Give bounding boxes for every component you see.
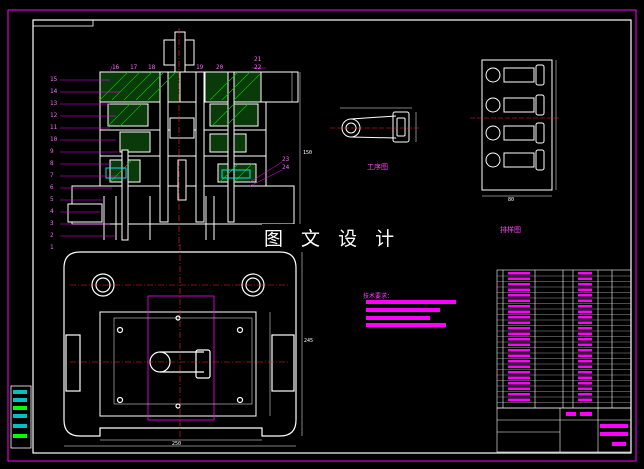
top-left-tab <box>32 19 94 27</box>
parts-row-fill <box>508 283 530 286</box>
part-number-12: 12 <box>50 112 58 119</box>
part-number-18: 18 <box>148 64 156 71</box>
parts-row-fill <box>578 321 592 324</box>
parts-row-fill <box>508 316 530 319</box>
parts-row-fill <box>508 332 530 335</box>
parts-row-fill <box>578 283 592 286</box>
part-number-10: 10 <box>50 136 58 143</box>
parts-row-fill <box>508 288 530 291</box>
parts-row-fill <box>508 393 530 396</box>
parts-row-fill <box>508 327 530 330</box>
parts-row-fill <box>578 294 592 297</box>
parts-row-fill <box>508 305 530 308</box>
parts-row-fill <box>508 398 530 401</box>
die-width-dim: 250 <box>172 441 182 447</box>
parts-row-fill <box>578 360 592 363</box>
workpiece-caption: 工序图 <box>367 163 388 171</box>
part-number-2: 2 <box>50 232 54 239</box>
parts-row-fill <box>578 316 592 319</box>
parts-row-fill <box>508 272 530 275</box>
layout-width-dim: 80 <box>508 197 515 203</box>
part-number-5: 5 <box>50 196 54 203</box>
parts-row-fill <box>508 321 530 324</box>
parts-row-fill <box>578 354 592 357</box>
part-number-22: 22 <box>254 64 262 71</box>
part-number-21: 21 <box>254 56 262 63</box>
part-number-9: 9 <box>50 148 54 155</box>
parts-row-fill <box>578 398 592 401</box>
parts-row-fill <box>508 299 530 302</box>
tech-requirements <box>366 300 456 327</box>
watermark-text: 图 文 设 计 <box>262 224 403 251</box>
part-number-23: 23 <box>282 156 290 163</box>
parts-row-fill <box>578 393 592 396</box>
part-number-7: 7 <box>50 172 54 179</box>
inner-height-dim: 150 <box>303 150 313 156</box>
part-number-1: 1 <box>50 244 54 251</box>
parts-row-fill <box>508 371 530 374</box>
parts-row-fill <box>508 338 530 341</box>
plan-view <box>63 251 303 447</box>
part-number-8: 8 <box>50 160 54 167</box>
parts-row-fill <box>578 382 592 385</box>
parts-row-fill <box>508 387 530 390</box>
tech-requirements-title: 技术要求： <box>363 293 394 300</box>
outer-frame <box>7 9 637 462</box>
parts-row-fill <box>578 299 592 302</box>
parts-row-fill <box>508 354 530 357</box>
parts-row-fill <box>508 349 530 352</box>
part-number-19: 19 <box>196 64 204 71</box>
title-block <box>496 407 632 453</box>
part-number-14: 14 <box>50 88 58 95</box>
parts-row-fill <box>508 277 530 280</box>
part-number-3: 3 <box>50 220 54 227</box>
side-strip <box>10 385 32 449</box>
inner-frame <box>32 19 632 454</box>
parts-row-fill <box>578 305 592 308</box>
part-number-15: 15 <box>50 76 58 83</box>
part-number-13: 13 <box>50 100 58 107</box>
part-number-16: 16 <box>112 64 120 71</box>
parts-row-fill <box>508 382 530 385</box>
parts-row-fill <box>578 338 592 341</box>
parts-row-fill <box>578 327 592 330</box>
parts-row-fill <box>508 343 530 346</box>
parts-row-fill <box>508 310 530 313</box>
parts-row-fill <box>508 294 530 297</box>
plan-center-lines <box>70 244 290 440</box>
die-height-dim: 245 <box>304 338 314 344</box>
strip-layout <box>470 59 560 197</box>
parts-row-fill <box>578 277 592 280</box>
part-number-20: 20 <box>216 64 224 71</box>
part-number-4: 4 <box>50 208 54 215</box>
parts-row-fill <box>578 365 592 368</box>
parts-row-fill <box>578 376 592 379</box>
parts-row-fill <box>578 272 592 275</box>
part-number-6: 6 <box>50 184 54 191</box>
parts-row-fill <box>508 376 530 379</box>
layout-caption: 排样图 <box>500 226 521 234</box>
parts-row-fill <box>578 371 592 374</box>
parts-row-fill <box>508 360 530 363</box>
parts-list-fill <box>508 272 592 401</box>
parts-row-fill <box>578 332 592 335</box>
part-number-24: 24 <box>282 164 290 171</box>
parts-row-fill <box>578 343 592 346</box>
parts-row-fill <box>578 387 592 390</box>
section-view <box>67 28 301 248</box>
parts-row-fill <box>578 288 592 291</box>
parts-row-fill <box>508 365 530 368</box>
part-number-11: 11 <box>50 124 58 131</box>
parts-row-fill <box>578 310 592 313</box>
parts-list-rows <box>497 275 631 403</box>
leader-lines <box>60 65 283 237</box>
workpiece-view <box>330 107 420 143</box>
parts-row-fill <box>578 349 592 352</box>
part-number-17: 17 <box>130 64 138 71</box>
